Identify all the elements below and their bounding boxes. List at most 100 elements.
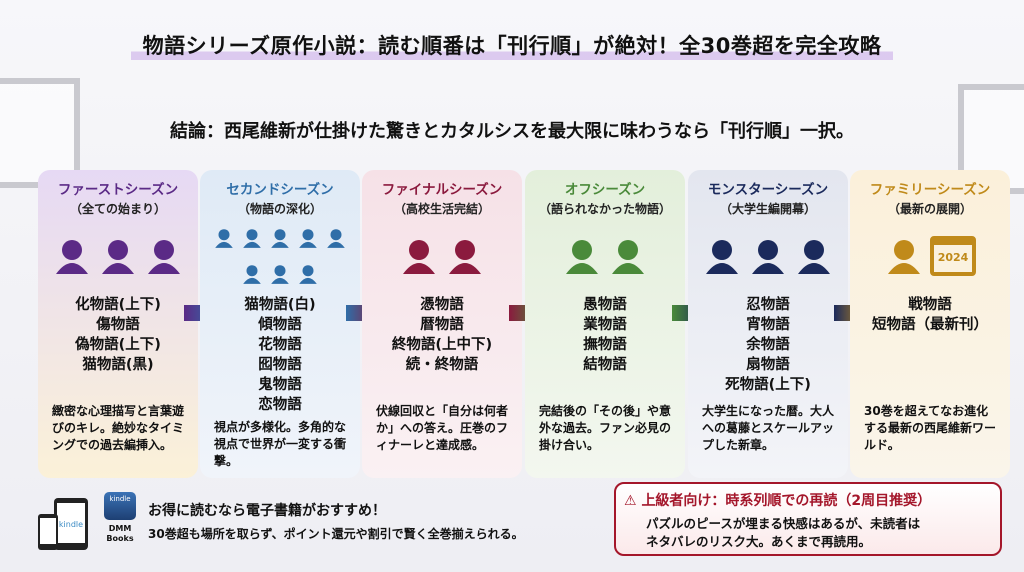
ebook-heading: お得に読むなら電子書籍がおすすめ！: [148, 503, 386, 519]
book-title: 扇物語: [746, 357, 790, 373]
book-title: 業物語: [583, 317, 627, 333]
book-title: 囮物語: [258, 357, 302, 373]
title-text: 物語シリーズ原作小説：読む順番は「刊行順」が絶対！全30巻超を完全攻略: [130, 32, 894, 60]
warning-box: ⚠ 上級者向け：時系列順での再読（2周目推奨） パズルのピースが埋まる快感はある…: [614, 482, 1002, 556]
season-subtitle: （大学生編開幕）: [719, 202, 816, 216]
season-description: 大学生になった暦。大人への葛藤とスケールアップした新章。: [702, 404, 835, 452]
book-title: 恋物語: [258, 397, 302, 413]
season-icons: [688, 217, 848, 289]
season-subtitle: （最新の展開）: [887, 202, 972, 216]
season-icons: [362, 217, 522, 289]
page-title: 物語シリーズ原作小説：読む順番は「刊行順」が絶対！全30巻超を完全攻略: [0, 30, 1024, 60]
dmm-label: DMM: [108, 524, 132, 533]
girl-icon: [148, 240, 180, 274]
book-list: 愚物語業物語撫物語結物語: [525, 295, 685, 399]
cat-icon: [215, 229, 233, 248]
book-title: 化物語(上下): [75, 297, 161, 313]
book-title: 余物語: [746, 337, 790, 353]
book-title: 猫物語(白): [244, 297, 316, 313]
warning-heading-text: 上級者向け：時系列順での再読（2周目推奨）: [641, 493, 932, 509]
book-title: 続・終物語: [405, 357, 479, 373]
season-panel: ファミリーシーズン （最新の展開） 2024 戦物語短物語（最新刊） 30巻を超…: [850, 170, 1010, 478]
season-subtitle: （物語の深化）: [237, 202, 322, 216]
exchange-icon: [612, 240, 644, 274]
season-panel: セカンドシーズン （物語の深化） 猫物語(白) 傾物語花物語囮物語鬼物語恋物語 視…: [200, 170, 360, 478]
season-description: 緻密な心理描写と言葉遊びのキレ。絶妙なタイミングでの過去編挿入。: [52, 404, 185, 452]
warning-heading: ⚠ 上級者向け：時系列順での再読（2周目推奨）: [624, 490, 931, 510]
season-icons: [38, 217, 198, 289]
book-title: 撫物語: [583, 337, 627, 353]
season-subtitle: （全ての始まり）: [69, 202, 166, 216]
snake-icon: [299, 229, 317, 248]
books-icon: [56, 240, 88, 274]
season-description: 30巻を超えてなお進化する最新の西尾維新ワールド。: [864, 404, 997, 452]
book-list: 戦物語短物語（最新刊）: [850, 295, 1010, 399]
newspaper-icon: [566, 240, 598, 274]
season-panel: モンスターシーズン （大学生編開幕） 忍物語宵物語余物語扇物語死物語(上下) 大…: [688, 170, 848, 478]
head-icon: [327, 229, 345, 248]
book-list: 忍物語宵物語余物語扇物語死物語(上下): [688, 295, 848, 399]
season-name: ファーストシーズン: [57, 182, 179, 198]
girl-icon: [102, 240, 134, 274]
warning-line: パズルのピースが埋まる快感はあるが、未読者は: [646, 516, 921, 531]
warning-icon: ⚠: [624, 493, 637, 509]
book-title: 結物語: [583, 357, 627, 373]
book-title: 暦物語: [420, 317, 464, 333]
book-list: 憑物語暦物語終物語(上中下) 続・終物語: [362, 295, 522, 399]
conclusion: 結論：西尾維新が仕掛けた驚きとカタルシスを最大限に味わうなら「刊行順」一択。: [170, 121, 854, 142]
book-title: 宵物語: [746, 317, 790, 333]
devices-icon: kindle: [38, 498, 88, 550]
books-label: Books: [106, 534, 134, 543]
season-subtitle: （高校生活完結）: [393, 202, 490, 216]
snail-icon: [243, 229, 261, 248]
book-title: 偽物語(上下): [75, 337, 161, 353]
book-title: 傷物語: [96, 317, 140, 333]
season-name: オフシーズン: [564, 182, 646, 198]
warning-text: パズルのピースが埋まる快感はあるが、未読者はネタバレのリスク大。あくまで再読用。: [646, 515, 920, 551]
season-description: 視点が多様化。多角的な視点で世界が一変する衝撃。: [214, 420, 347, 468]
book-title: 傾物語: [258, 317, 302, 333]
ghost-icon: [752, 240, 784, 274]
book-title: 猫物語(黒): [82, 357, 154, 373]
season-panel: オフシーズン （語られなかった物語） 愚物語業物語撫物語結物語 完結後の「その後…: [525, 170, 685, 478]
kindle-app-icon: kindle: [104, 492, 136, 520]
ebook-text: 30巻超も場所を取らず、ポイント還元や割引で賢く全巻揃えられる。: [148, 527, 524, 541]
book-title: 花物語: [258, 337, 302, 353]
school-icon: [706, 240, 738, 274]
season-panel: ファーストシーズン （全ての始まり） 化物語(上下) 傷物語偽物語(上下) 猫物語(…: [38, 170, 198, 478]
book-title: 短物語（最新刊）: [872, 317, 988, 333]
book-list: 猫物語(白) 傾物語花物語囮物語鬼物語恋物語: [200, 295, 360, 415]
flower-icon: [271, 229, 289, 248]
season-panel: ファイナルシーズン （高校生活完結） 憑物語暦物語終物語(上中下)続・終物語 伏…: [362, 170, 522, 478]
season-icons: [200, 217, 360, 289]
book-title: 忍物語: [746, 297, 790, 313]
book-list: 化物語(上下) 傷物語偽物語(上下) 猫物語(黒): [38, 295, 198, 399]
monster-icon: [798, 240, 830, 274]
book-title: 死物語(上下): [725, 377, 811, 393]
book-title: 愚物語: [583, 297, 627, 313]
graduation-cap-icon: [403, 240, 435, 274]
season-subtitle: （語られなかった物語）: [538, 202, 671, 216]
calendar-icon: 2024: [930, 236, 976, 276]
season-name: モンスターシーズン: [707, 182, 829, 198]
season-description: 完結後の「その後」や意外な過去。ファン必見の掛け合い。: [539, 404, 672, 452]
season-name: セカンドシーズン: [226, 182, 334, 198]
book-title: 終物語(上中下): [391, 337, 493, 353]
book-title: 鬼物語: [258, 377, 302, 393]
brain-icon: [299, 265, 317, 284]
girl-icon: [449, 240, 481, 274]
book-title: 憑物語: [420, 297, 464, 313]
book-title: 戦物語: [908, 297, 952, 313]
season-name: ファイナルシーズン: [381, 182, 503, 198]
kindle-label: kindle: [109, 495, 131, 503]
season-icons: 2024: [850, 217, 1010, 289]
hair-icon: [243, 265, 261, 284]
svg-text:kindle: kindle: [59, 520, 83, 529]
warning-line: ネタバレのリスク大。あくまで再読用。: [646, 534, 872, 549]
open-book-icon: [888, 240, 920, 274]
season-icons: [525, 217, 685, 289]
season-name: ファミリーシーズン: [869, 182, 991, 198]
people-icon: [271, 265, 289, 284]
